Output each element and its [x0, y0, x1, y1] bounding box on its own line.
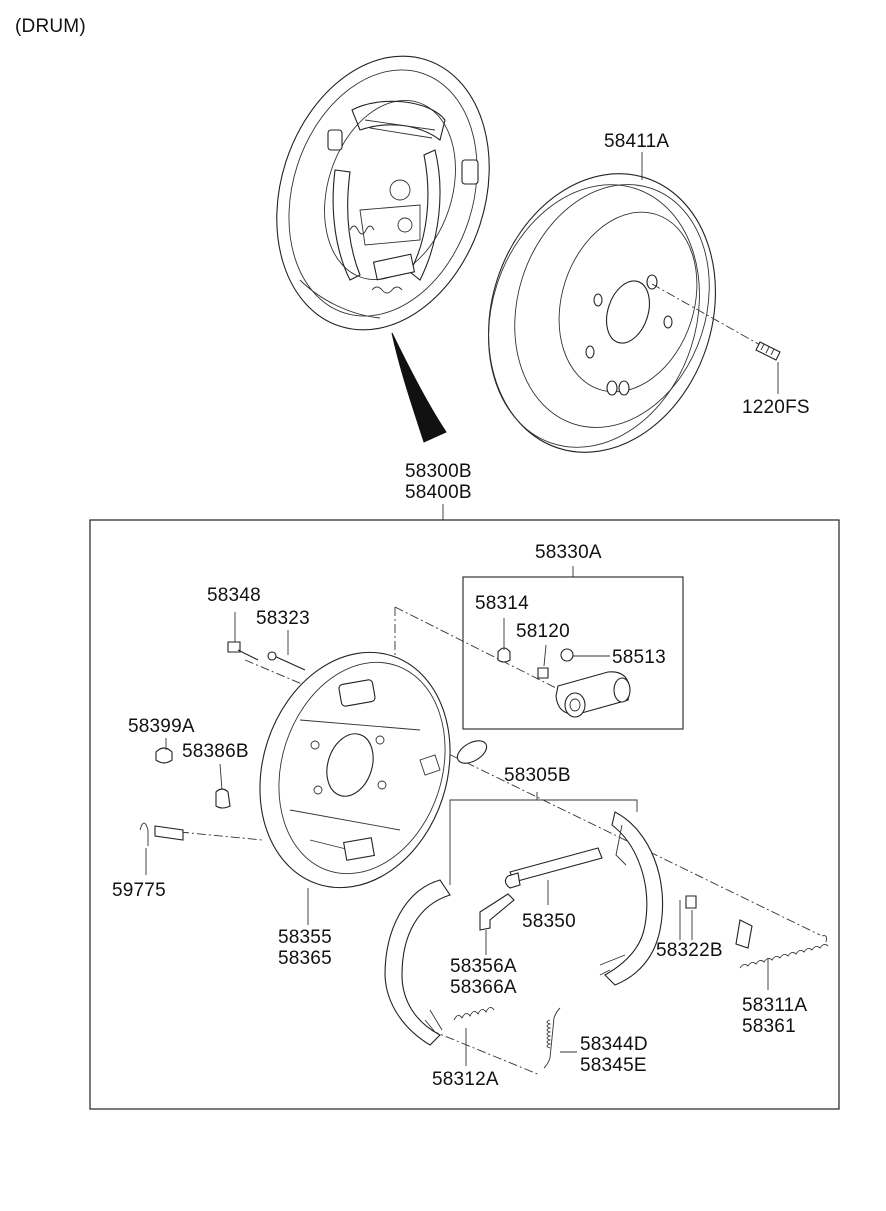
- label-cylinder-boot: 58513: [612, 647, 666, 668]
- label-58322b: 58322B: [656, 940, 723, 961]
- boot-icon: [456, 740, 488, 764]
- label-assembly-2: 58400B: [405, 482, 472, 503]
- label-bleeder-cap: 58314: [475, 593, 529, 614]
- label-lower-spring-2: 58345E: [580, 1055, 647, 1076]
- label-assembly-1: 58300B: [405, 461, 472, 482]
- label-58312a: 58312A: [432, 1069, 499, 1090]
- plug-icon: [155, 747, 173, 764]
- label-lower-spring-1: 58344D: [580, 1034, 648, 1055]
- adjuster: [504, 847, 603, 905]
- page-heading: (DRUM): [15, 16, 86, 37]
- label-drum: 58411A: [604, 131, 670, 152]
- brake-shoe-left: [384, 879, 451, 1046]
- label-backing-plate-1: 58355: [278, 927, 332, 948]
- label-bolt: 1220FS: [742, 397, 810, 418]
- label-58399a: 58399A: [128, 716, 195, 737]
- label-upper-spring-2: 58361: [742, 1016, 796, 1037]
- label-58323: 58323: [256, 608, 310, 629]
- brake-drum-illustration: [488, 173, 781, 453]
- label-bleeder-screw: 58120: [516, 621, 570, 642]
- brake-shoe-right: [599, 811, 681, 986]
- label-lever-2: 58366A: [450, 977, 517, 998]
- view-arrow: [391, 332, 447, 443]
- label-upper-spring-1: 58311A: [742, 995, 808, 1016]
- wheel-cylinder-parts: [497, 618, 631, 718]
- parts-frame: [89, 519, 840, 1110]
- label-adjuster: 58350: [522, 911, 576, 932]
- label-lever-1: 58356A: [450, 956, 517, 977]
- spring-58322b-icon: [685, 895, 697, 909]
- clip-icon: [215, 788, 231, 809]
- label-58386b: 58386B: [182, 741, 249, 762]
- pin-icon: [154, 825, 184, 841]
- backing-plate: [259, 651, 451, 925]
- bolt-and-pin: [227, 612, 306, 671]
- label-backing-plate-2: 58365: [278, 948, 332, 969]
- label-shoe-kit: 58305B: [504, 765, 571, 786]
- label-58348: 58348: [207, 585, 261, 606]
- label-wheel-cylinder: 58330A: [535, 542, 602, 563]
- assembled-brake-illustration: [276, 55, 490, 331]
- lever-icon: [479, 893, 515, 931]
- label-59775: 59775: [112, 880, 166, 901]
